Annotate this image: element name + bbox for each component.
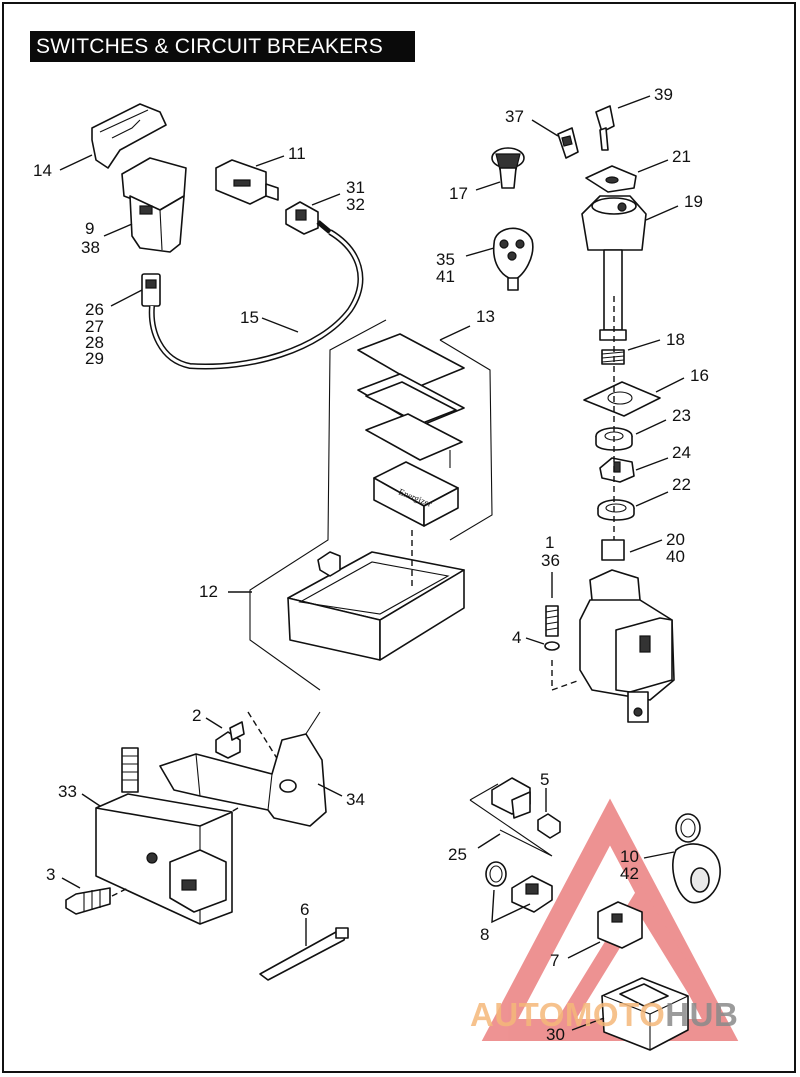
callout-25: 25 bbox=[448, 845, 467, 864]
callout-32: 32 bbox=[346, 195, 365, 214]
part-37-key-tag bbox=[531, 119, 579, 159]
callout-7: 7 bbox=[550, 951, 559, 970]
part-19-switch-knob bbox=[581, 195, 679, 341]
part-30-relay-box bbox=[571, 977, 689, 1051]
callout-21: 21 bbox=[672, 147, 691, 166]
callout-38: 38 bbox=[81, 238, 100, 257]
part-5-terminal bbox=[537, 788, 561, 839]
callout-11: 11 bbox=[288, 144, 306, 163]
callout-12: 12 bbox=[199, 582, 218, 601]
part-39-key bbox=[595, 95, 651, 151]
callout-5: 5 bbox=[540, 770, 549, 789]
part-12-housing bbox=[228, 319, 465, 691]
callout-39: 39 bbox=[654, 85, 673, 104]
part-20-ignition-switch bbox=[579, 539, 675, 723]
part-13-breaker-group: Energizer bbox=[357, 325, 493, 541]
part-14-bracket bbox=[59, 103, 167, 171]
callout-37: 37 bbox=[505, 107, 524, 126]
watermark-wordmark: AUTOMOTOHUB bbox=[470, 996, 738, 1034]
part-2-bolt bbox=[205, 717, 245, 759]
callout-35: 35 bbox=[436, 250, 455, 269]
part-8-switch bbox=[485, 861, 553, 924]
callout-28: 28 bbox=[85, 333, 104, 352]
part-7-relay bbox=[567, 901, 643, 959]
part-16-plate bbox=[583, 377, 685, 417]
part-33-module bbox=[81, 747, 233, 925]
callout-34: 34 bbox=[346, 790, 365, 809]
part-22-ring bbox=[597, 491, 669, 521]
callout-20: 20 bbox=[666, 530, 685, 549]
part-25-group bbox=[469, 777, 553, 857]
part-24-cam bbox=[599, 457, 669, 483]
part-11-plug bbox=[215, 155, 285, 205]
watermark-part2: HUB bbox=[665, 996, 739, 1033]
callout-40: 40 bbox=[666, 547, 685, 566]
part-21-plate bbox=[585, 159, 669, 193]
callout-22: 22 bbox=[672, 475, 691, 494]
callout-10: 10 bbox=[620, 847, 639, 866]
callout-27: 27 bbox=[85, 317, 104, 336]
callout-1: 1 bbox=[545, 533, 554, 552]
callout-42: 42 bbox=[620, 864, 639, 883]
callout-30: 30 bbox=[546, 1025, 565, 1044]
watermark-part1: AUTOMOTO bbox=[470, 996, 666, 1033]
part-1-screw bbox=[545, 572, 581, 691]
callout-24: 24 bbox=[672, 443, 691, 462]
callout-36: 36 bbox=[541, 551, 560, 570]
part-23-ring bbox=[595, 419, 667, 451]
callout-41: 41 bbox=[436, 267, 455, 286]
part-35-key-fob bbox=[465, 227, 534, 291]
part-26-connector bbox=[110, 273, 161, 307]
part-10-fob bbox=[643, 813, 721, 904]
callout-16: 16 bbox=[690, 366, 709, 385]
callout-3: 3 bbox=[46, 865, 55, 884]
callout-15: 15 bbox=[240, 308, 259, 327]
callout-17: 17 bbox=[449, 184, 468, 203]
callout-23: 23 bbox=[672, 406, 691, 425]
part-3-screw bbox=[61, 877, 129, 915]
part-4-washer bbox=[525, 637, 560, 651]
part-34-bracket bbox=[159, 711, 343, 827]
part-31-connector bbox=[285, 193, 341, 235]
callout-14: 14 bbox=[33, 161, 52, 180]
callout-19: 19 bbox=[684, 192, 703, 211]
callout-29: 29 bbox=[85, 349, 104, 368]
callout-9: 9 bbox=[85, 219, 94, 238]
page-title: SWITCHES & CIRCUIT BREAKERS bbox=[30, 31, 415, 62]
callout-6: 6 bbox=[300, 900, 309, 919]
callout-8: 8 bbox=[480, 925, 489, 944]
part-18-spring bbox=[601, 339, 661, 365]
part-15-wire-harness bbox=[148, 229, 364, 370]
callout-2: 2 bbox=[192, 706, 201, 725]
part-17-key bbox=[475, 147, 525, 191]
callout-31: 31 bbox=[346, 178, 365, 197]
callout-33: 33 bbox=[58, 782, 77, 801]
callout-18: 18 bbox=[666, 330, 685, 349]
part-6-cable-tie bbox=[259, 918, 349, 981]
callout-4: 4 bbox=[512, 628, 521, 647]
callout-13: 13 bbox=[476, 307, 495, 326]
callout-26: 26 bbox=[85, 300, 104, 319]
part-9-switch-module bbox=[103, 157, 187, 253]
